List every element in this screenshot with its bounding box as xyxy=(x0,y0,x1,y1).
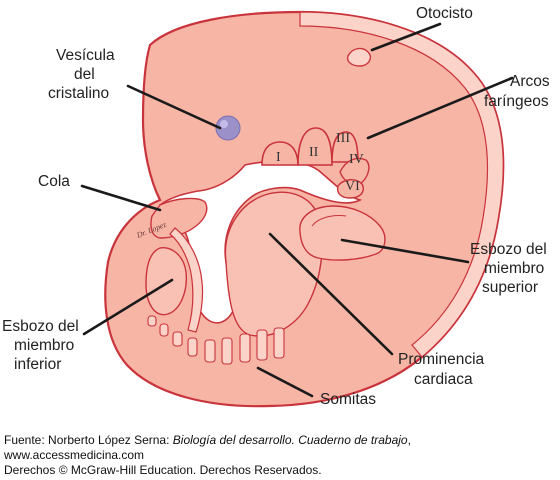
caption-source-line: Fuente: Norberto López Serna: Biología d… xyxy=(4,433,556,448)
label-somitas: Somitas xyxy=(320,391,376,408)
lower-limb-bud xyxy=(145,247,187,316)
somite xyxy=(159,323,169,337)
label-esbozo-inf-1: Esbozo del xyxy=(2,318,79,335)
arch-label-iv: IV xyxy=(349,152,364,167)
label-vesicula-2: del xyxy=(74,66,95,83)
label-prominencia-1: Prominencia xyxy=(398,351,485,368)
arch-label-iii: III xyxy=(336,131,350,146)
label-otocisto: Otocisto xyxy=(416,5,473,22)
label-vesicula-3: cristalino xyxy=(48,85,109,102)
somite xyxy=(204,339,216,363)
arch-ii xyxy=(297,127,333,166)
label-arcos-2: faríngeos xyxy=(484,93,549,110)
label-esbozo-sup-3: superior xyxy=(482,279,538,296)
tail xyxy=(150,197,208,239)
dorsal-rim xyxy=(299,11,504,358)
arch-label-i: I xyxy=(276,150,281,165)
tail-fold xyxy=(169,227,204,333)
label-esbozo-inf-2: miembro xyxy=(14,337,74,354)
leader-esbozo-superior xyxy=(340,238,470,264)
arch-i xyxy=(261,141,299,166)
somite xyxy=(187,337,198,357)
caption-source-prefix: Fuente: Norberto López Serna: xyxy=(4,433,173,447)
leader-arcos xyxy=(366,76,514,140)
arch-label-ii: II xyxy=(309,145,319,160)
caption-source-title: Biología del desarrollo. Cuaderno de tra… xyxy=(172,433,408,447)
label-esbozo-sup-1: Esbozo del xyxy=(470,241,547,258)
figure-caption: Fuente: Norberto López Serna: Biología d… xyxy=(4,433,556,478)
label-esbozo-sup-2: miembro xyxy=(484,260,544,277)
leader-otocisto xyxy=(370,22,442,52)
leader-esbozo-inferior xyxy=(82,278,174,336)
somite xyxy=(239,333,251,363)
caption-rights: Derechos © McGraw-Hill Education. Derech… xyxy=(4,463,322,477)
somite xyxy=(273,327,285,359)
caption-website: www.accessmedicina.com xyxy=(4,448,145,462)
leader-vesicula xyxy=(126,84,222,130)
label-prominencia-2: cardiaca xyxy=(414,371,473,388)
lens-highlight xyxy=(220,120,228,128)
somite xyxy=(147,315,157,327)
label-arcos-1: Arcos xyxy=(510,73,550,90)
leader-prominencia xyxy=(268,232,394,356)
leader-cola xyxy=(80,184,162,212)
somites xyxy=(147,315,285,365)
somite xyxy=(221,337,233,365)
upper-limb-highlight xyxy=(311,215,347,227)
pharyngeal-arches xyxy=(261,127,370,199)
label-cola: Cola xyxy=(38,173,70,190)
somite xyxy=(256,329,268,361)
arch-label-vi: VI xyxy=(345,179,360,194)
arch-vi xyxy=(336,179,364,199)
otocyst xyxy=(346,47,372,67)
arch-iii xyxy=(331,131,359,163)
label-vesicula-1: Vesícula xyxy=(56,47,115,64)
label-esbozo-inf-3: inferior xyxy=(14,356,61,373)
caption-source-suffix: , xyxy=(407,433,411,447)
somite xyxy=(172,331,183,347)
leader-somitas xyxy=(256,366,314,398)
